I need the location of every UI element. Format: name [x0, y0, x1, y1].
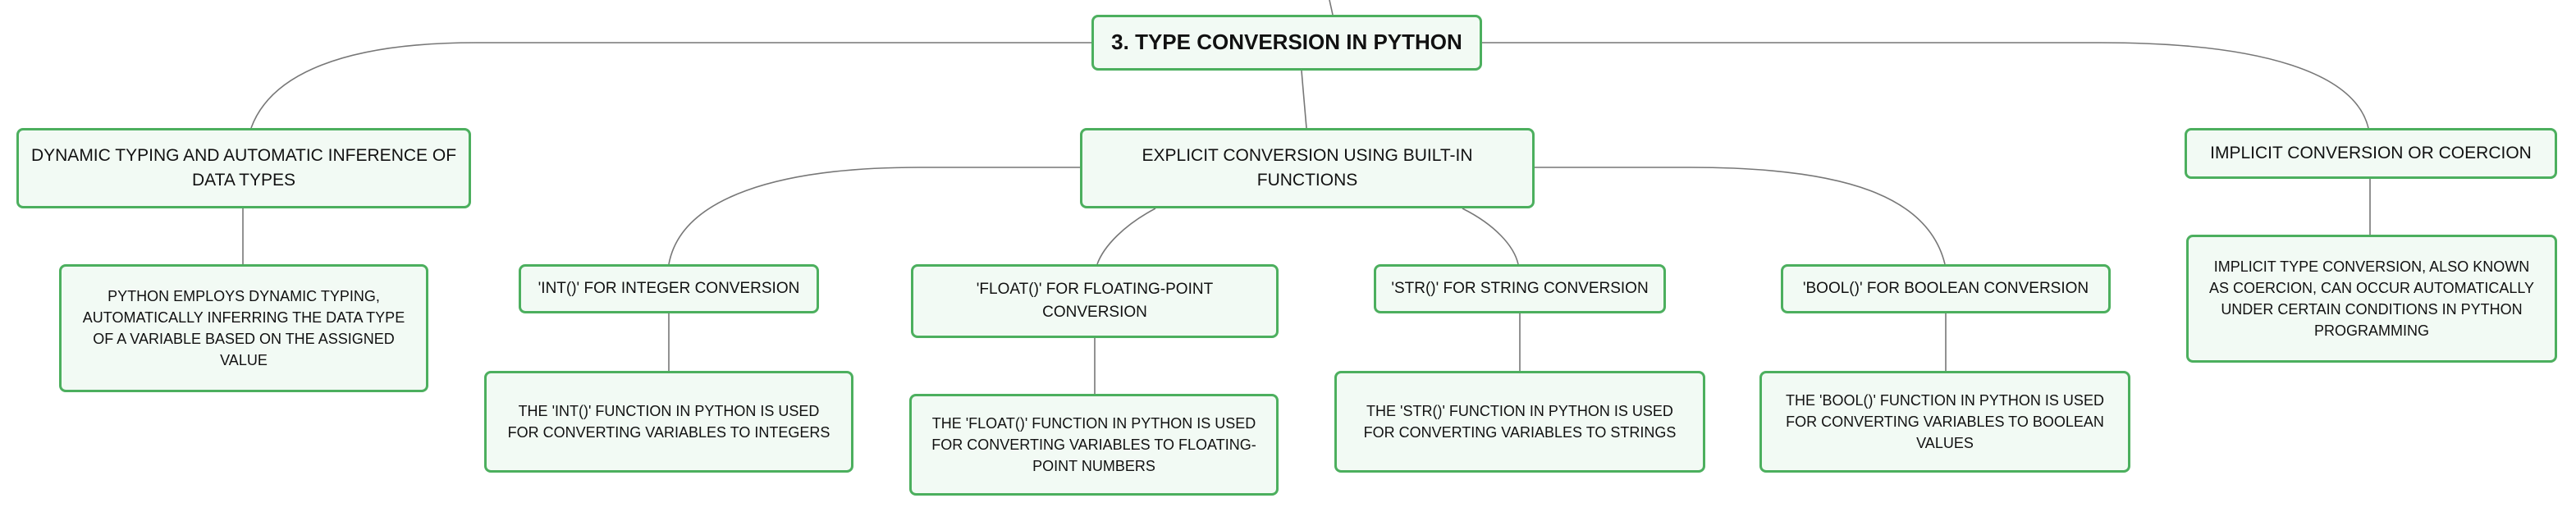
topic-implicit-conversion[interactable]: IMPLICIT CONVERSION OR COERCION — [2185, 128, 2557, 179]
connector-explicit-int — [668, 167, 1080, 265]
detail-float-conversion[interactable]: THE 'FLOAT()' FUNCTION IN PYTHON IS USED… — [909, 394, 1279, 496]
detail-str-conversion[interactable]: THE 'STR()' FUNCTION IN PYTHON IS USED F… — [1334, 371, 1705, 473]
connector-root-explicit — [1301, 70, 1307, 129]
topic-str-conversion[interactable]: 'STR()' FOR STRING CONVERSION — [1374, 264, 1666, 313]
connector-explicit-str — [1462, 208, 1519, 265]
detail-dynamic-typing[interactable]: PYTHON EMPLOYS DYNAMIC TYPING, AUTOMATIC… — [59, 264, 428, 392]
topic-int-conversion[interactable]: 'INT()' FOR INTEGER CONVERSION — [519, 264, 819, 313]
connector-root-dynamic — [250, 42, 1091, 129]
root-topic[interactable]: 3. TYPE CONVERSION IN PYTHON — [1091, 15, 1482, 71]
detail-implicit-conversion[interactable]: IMPLICIT TYPE CONVERSION, ALSO KNOWN AS … — [2186, 235, 2557, 363]
detail-int-conversion[interactable]: THE 'INT()' FUNCTION IN PYTHON IS USED F… — [484, 371, 853, 473]
topic-dynamic-typing[interactable]: DYNAMIC TYPING AND AUTOMATIC INFERENCE O… — [16, 128, 471, 208]
connector-root-implicit — [1482, 42, 2369, 129]
topic-float-conversion[interactable]: 'FLOAT()' FOR FLOATING-POINT CONVERSION — [911, 264, 1279, 338]
topic-bool-conversion[interactable]: 'BOOL()' FOR BOOLEAN CONVERSION — [1781, 264, 2111, 313]
connector-parent-root — [1329, 0, 1334, 16]
detail-bool-conversion[interactable]: THE 'BOOL()' FUNCTION IN PYTHON IS USED … — [1759, 371, 2130, 473]
connector-explicit-float — [1096, 208, 1156, 265]
connector-explicit-bool — [1535, 167, 1946, 265]
topic-explicit-conversion[interactable]: EXPLICIT CONVERSION USING BUILT-IN FUNCT… — [1080, 128, 1535, 208]
